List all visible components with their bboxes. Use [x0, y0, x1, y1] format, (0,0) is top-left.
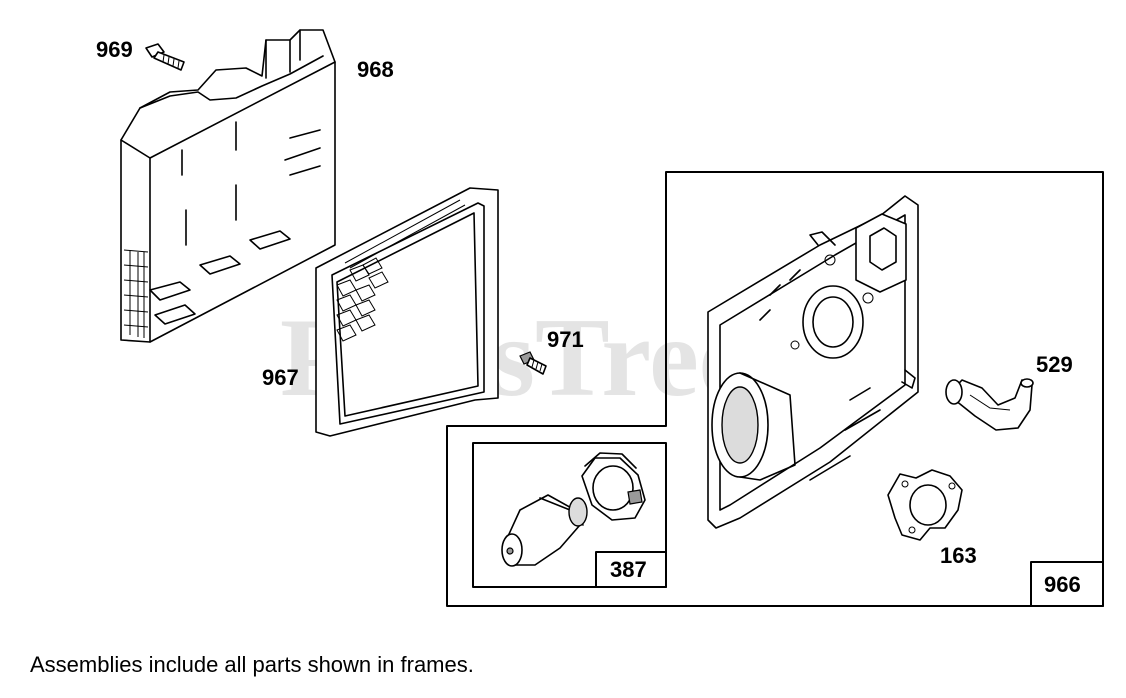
primer-387-drawing: [501, 452, 646, 567]
gasket-163-drawing: [887, 469, 963, 541]
part-label-967[interactable]: 967: [262, 365, 299, 390]
part-label-971[interactable]: 971: [547, 327, 584, 352]
part-label-969[interactable]: 969: [96, 37, 133, 62]
bolt-969-drawing: [145, 43, 185, 71]
assembly-frame-966: [446, 171, 1104, 607]
filter-967-drawing: [315, 187, 499, 437]
assembly-label-387[interactable]: 387: [610, 557, 647, 582]
elbow-529-drawing: [945, 378, 1034, 431]
screw-971-drawing: [519, 351, 547, 375]
part-label-163[interactable]: 163: [940, 543, 977, 568]
part-label-968[interactable]: 968: [357, 57, 394, 82]
cover-968-drawing: [120, 29, 336, 343]
assembly-label-966[interactable]: 966: [1044, 572, 1081, 597]
footnote-text: Assemblies include all parts shown in fr…: [30, 652, 474, 677]
base-966-drawing: [707, 195, 919, 529]
assembly-frame-387: [472, 442, 667, 588]
part-label-529[interactable]: 529: [1036, 352, 1073, 377]
